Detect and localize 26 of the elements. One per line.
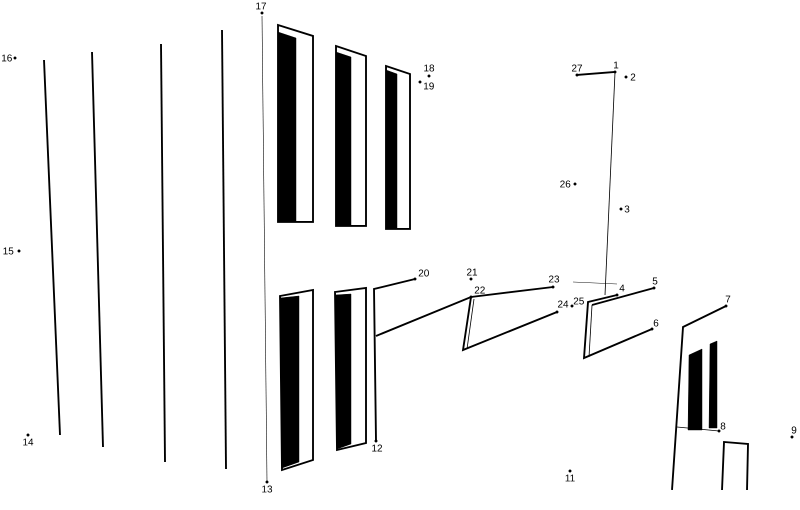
dot-number: 18 <box>424 64 434 72</box>
dot-number: 23 <box>548 275 560 283</box>
dot-number: 5 <box>652 278 658 284</box>
dot-number: 4 <box>619 284 624 292</box>
dot-number: 26 <box>560 180 570 188</box>
dot-number: 2 <box>630 74 636 80</box>
dot-number: 6 <box>654 319 658 327</box>
dot-number: 7 <box>726 296 730 302</box>
dot-number: 20 <box>418 269 429 277</box>
dot-number: 9 <box>792 426 796 434</box>
dot-number: 17 <box>256 2 266 10</box>
dot-number: 3 <box>624 205 630 213</box>
dot-number: 21 <box>466 268 478 276</box>
dot-number: 22 <box>474 286 485 294</box>
dot-number: 12 <box>372 444 382 452</box>
dot-number: 19 <box>424 82 434 90</box>
dot-number: 24 <box>558 300 568 308</box>
dot-number: 16 <box>2 54 12 62</box>
dot-number: 27 <box>572 64 582 72</box>
dot-number: 8 <box>720 422 726 430</box>
dot-number: 13 <box>262 485 272 493</box>
dot-number: 1 <box>614 62 618 68</box>
dot-number: 25 <box>574 297 584 305</box>
dot-number: 11 <box>566 474 575 482</box>
dot-number: 14 <box>23 438 34 446</box>
dot-number: 15 <box>3 248 14 254</box>
